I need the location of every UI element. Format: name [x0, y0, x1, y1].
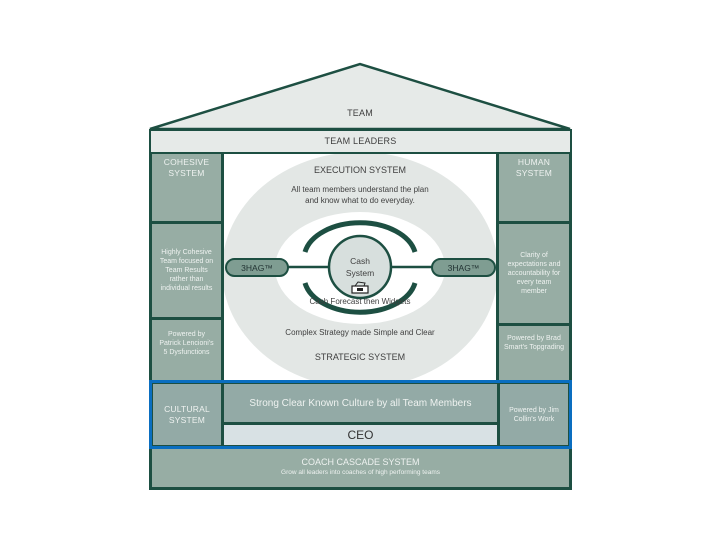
- coach-cascade-subtitle: Grow all leaders into coaches of high pe…: [281, 469, 440, 476]
- culture-banner: Strong Clear Known Culture by all Team M…: [224, 384, 497, 422]
- 3hag-node-right: 3HAG™: [431, 258, 496, 277]
- human-system-description: Clarity of expectations and accountabili…: [507, 252, 561, 295]
- cycle-arc-top: [302, 220, 418, 253]
- roof-triangle: [149, 62, 571, 131]
- cohesive-system-description-cell: Highly Cohesive Team focused on Team Res…: [152, 224, 221, 317]
- right-column-divider: [496, 152, 499, 382]
- cash-system-circle: [327, 234, 393, 300]
- house-frame-left: [149, 152, 152, 490]
- cash-register-icon: [351, 281, 369, 294]
- left-separator-1: [152, 221, 221, 224]
- team-leaders-beam: TEAM LEADERS: [149, 129, 572, 154]
- ceo-label: CEO: [347, 428, 374, 442]
- human-system-powered-by: Powered by Brad Smart's Topgrading: [504, 335, 564, 351]
- collins-cell: Powered by Jim Collin's Work: [500, 384, 568, 445]
- human-system-header: HUMAN SYSTEM: [499, 154, 569, 221]
- roof-label: TEAM: [347, 108, 373, 118]
- cultural-system-cell: CULTURAL SYSTEM: [153, 384, 221, 445]
- left-separator-2: [152, 317, 221, 320]
- left-column-divider: [221, 152, 224, 382]
- execution-system-title: EXECUTION SYSTEM: [313, 165, 406, 175]
- cohesive-system-description: Highly Cohesive Team focused on Team Res…: [159, 249, 214, 292]
- human-system-description-cell: Clarity of expectations and accountabili…: [499, 224, 569, 323]
- coach-cascade-foundation: COACH CASCADE SYSTEM Grow all leaders in…: [152, 449, 569, 487]
- human-system-powered-cell: Powered by Brad Smart's Topgrading: [499, 326, 569, 380]
- cycle-arc-bottom: [302, 282, 418, 315]
- cohesive-system-powered-by: Powered by Patrick Lencioni's 5 Dysfunct…: [159, 331, 214, 356]
- culture-banner-text: Strong Clear Known Culture by all Team M…: [249, 397, 472, 409]
- coach-cascade-title: COACH CASCADE SYSTEM: [301, 457, 420, 467]
- cohesive-system-title: COHESIVE SYSTEM: [163, 157, 210, 178]
- 3hag-left-label: 3HAG™: [241, 262, 273, 273]
- cultural-system-label: CULTURAL SYSTEM: [164, 403, 210, 425]
- strategic-system-title: STRATEGIC SYSTEM: [314, 352, 406, 362]
- cohesive-system-powered-cell: Powered by Patrick Lencioni's 5 Dysfunct…: [152, 320, 221, 380]
- cash-system-label: Cash System: [345, 256, 375, 278]
- right-separator-1: [499, 221, 569, 224]
- strategy-text: Complex Strategy made Simple and Clear: [285, 328, 435, 337]
- human-system-title: HUMAN SYSTEM: [515, 157, 553, 178]
- cash-caption: Cash Forecast then Widgets: [309, 297, 411, 306]
- ceo-block: CEO: [224, 425, 497, 445]
- collins-powered-by: Powered by Jim Collin's Work: [509, 406, 559, 423]
- execution-system-text: All team members understand the plan and…: [291, 185, 429, 205]
- team-leaders-label: TEAM LEADERS: [324, 136, 397, 146]
- house-frame-right: [569, 152, 572, 490]
- cohesive-system-header: COHESIVE SYSTEM: [152, 154, 221, 221]
- 3hag-node-left: 3HAG™: [225, 258, 289, 277]
- right-separator-2: [499, 323, 569, 326]
- house-frame-bottom: [149, 487, 572, 490]
- 3hag-right-label: 3HAG™: [447, 262, 480, 273]
